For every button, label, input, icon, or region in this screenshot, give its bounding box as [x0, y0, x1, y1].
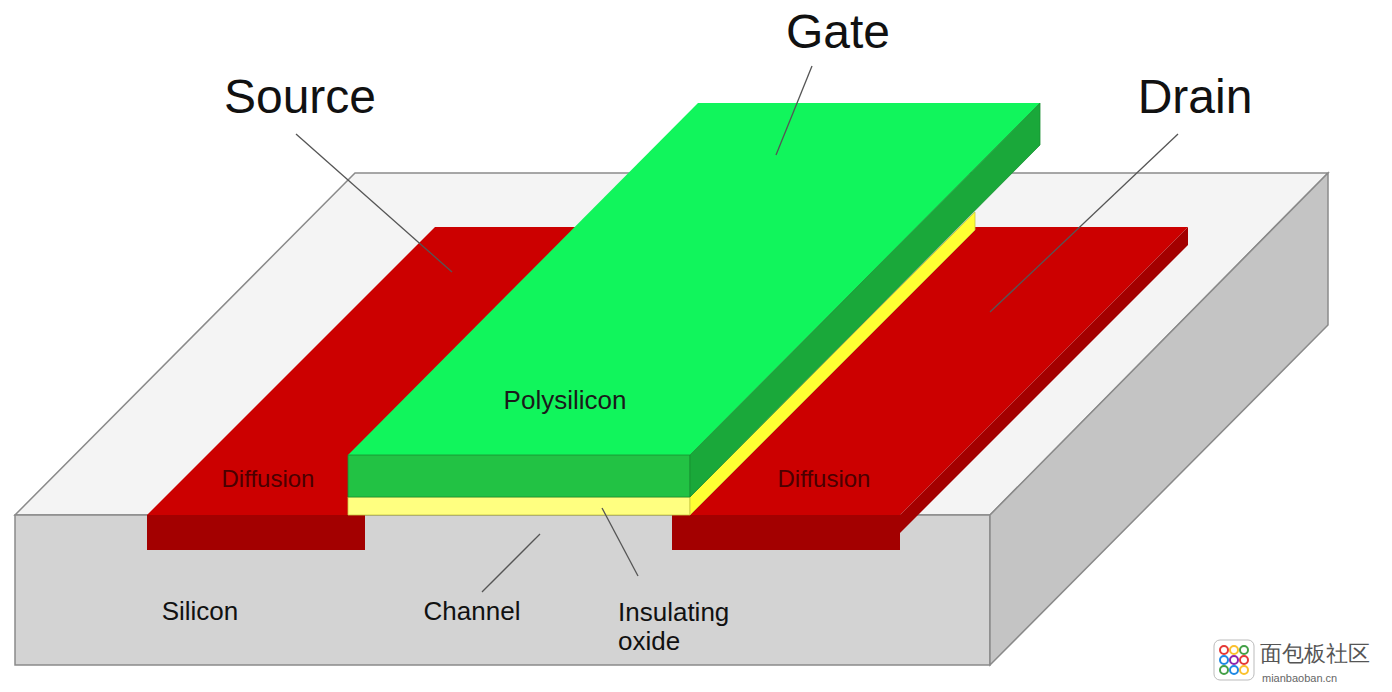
material-label: Diffusion — [222, 466, 315, 492]
material-label: Silicon — [162, 597, 239, 626]
drain-diffusion-side — [900, 227, 1188, 533]
substrate-front — [15, 515, 990, 665]
oxide-front — [348, 497, 690, 515]
part-label: Drain — [1138, 71, 1253, 124]
source-diffusion-front — [147, 515, 365, 550]
part-label: Gate — [786, 6, 890, 59]
drain-diffusion-front — [672, 515, 900, 550]
gate-front — [348, 455, 690, 497]
leader-line — [482, 534, 540, 592]
leader-line — [776, 66, 812, 155]
watermark: 面包板社区 — [1260, 642, 1370, 666]
leader-line — [296, 134, 452, 272]
gate-top — [348, 103, 1040, 455]
leader-lines — [296, 66, 1178, 592]
watermark: mianbaoban.cn — [1262, 672, 1337, 684]
part-label: Source — [224, 71, 376, 124]
material-label: Diffusion — [778, 466, 871, 492]
material-label: Polysilicon — [504, 386, 627, 415]
part-label: Insulating oxide — [618, 598, 778, 655]
gate-side — [690, 103, 1040, 497]
watermark-icon — [1214, 640, 1254, 680]
leader-line — [602, 508, 638, 576]
leader-line — [990, 134, 1178, 312]
part-label: Channel — [424, 597, 521, 626]
